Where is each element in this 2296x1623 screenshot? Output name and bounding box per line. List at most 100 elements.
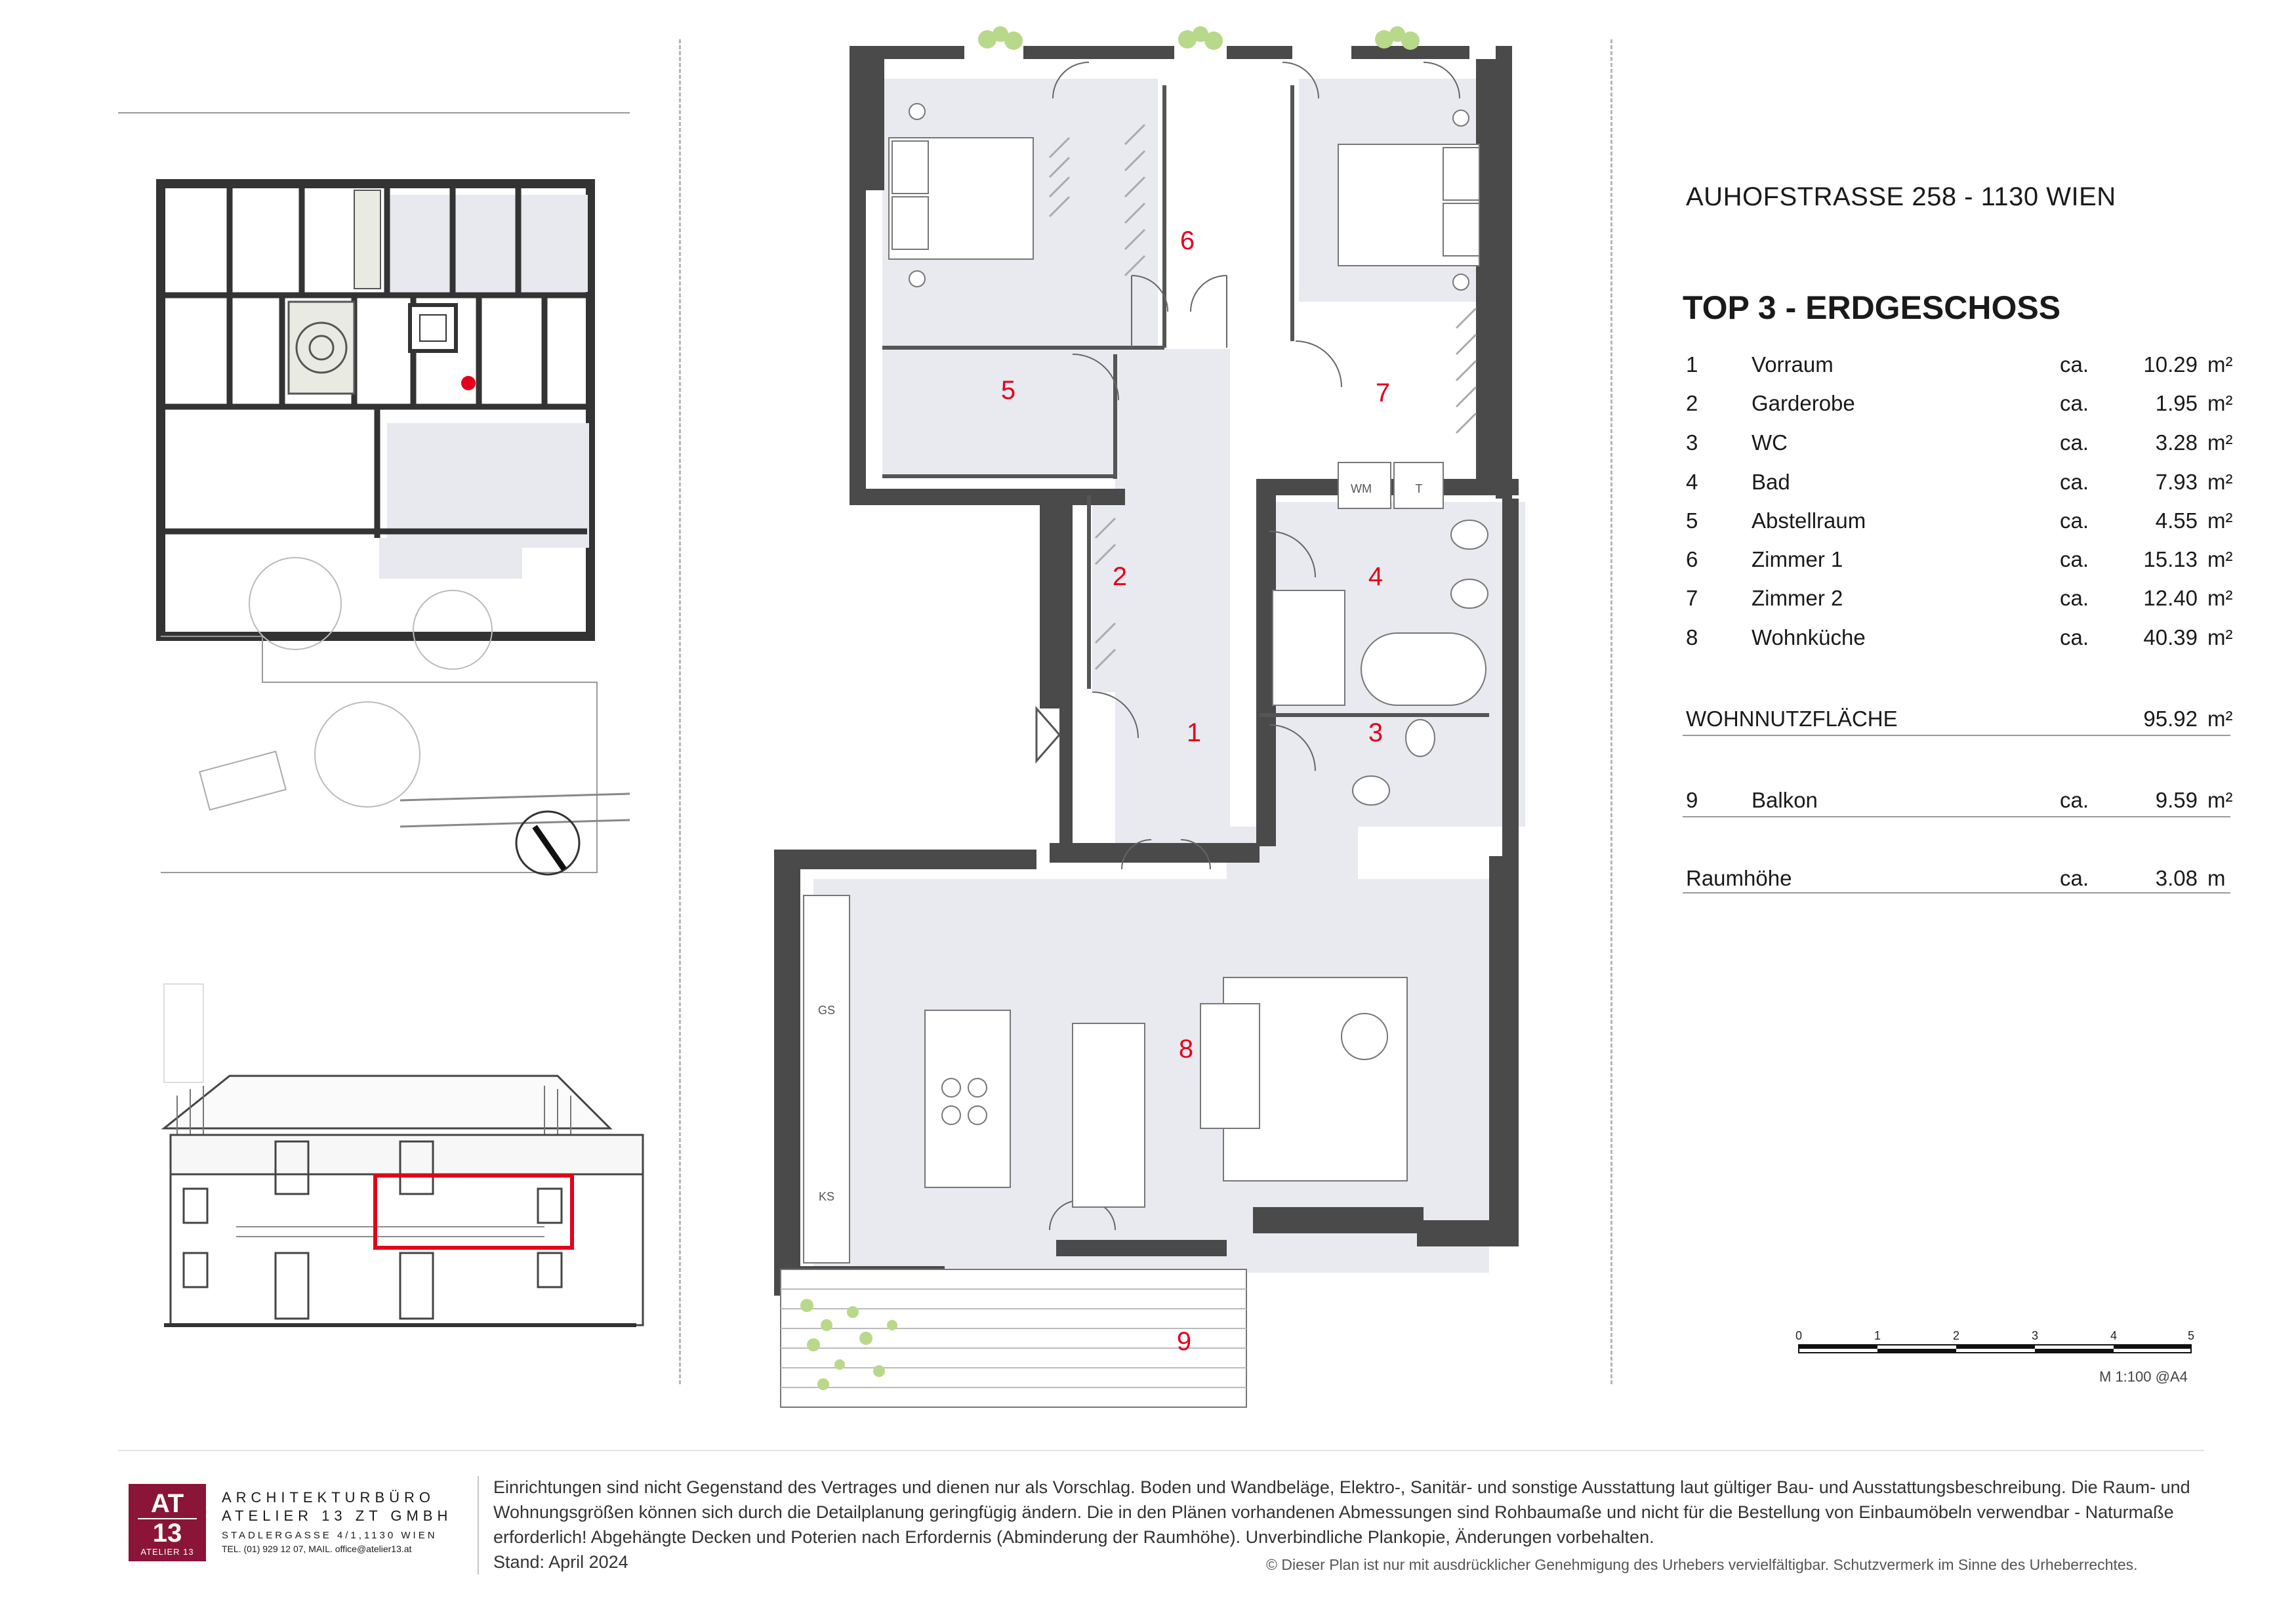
logo-text-sub: ATELIER 13 bbox=[140, 1547, 194, 1557]
balcony-unit: m² bbox=[2207, 788, 2233, 812]
footer-top-rule bbox=[118, 1450, 2204, 1451]
logo-text-top: AT bbox=[138, 1484, 197, 1519]
total-label: WOHNNUTZFLÄCHE bbox=[1686, 707, 1898, 731]
room-area: 10.29 bbox=[2143, 352, 2198, 377]
floor-plan: WM T GS KS 6 7 5 2 4 3 1 8 9 bbox=[774, 26, 1525, 1408]
room-unit: m² bbox=[2207, 391, 2233, 415]
room-unit: m² bbox=[2207, 625, 2233, 649]
scale-note: M 1:100 @A4 bbox=[2099, 1368, 2188, 1385]
room-area: 15.13 bbox=[2143, 547, 2198, 571]
room-unit: m² bbox=[2207, 547, 2233, 571]
room-area: 12.40 bbox=[2143, 586, 2198, 610]
room-name: Bad bbox=[1752, 470, 1790, 494]
room-number: 8 bbox=[1686, 625, 1698, 649]
firm-line-2: ATELIER 13 ZT GMBH bbox=[222, 1508, 453, 1524]
room-unit: m² bbox=[2207, 430, 2233, 455]
firm-logo: AT 13 ATELIER 13 bbox=[129, 1484, 206, 1561]
divider-left bbox=[679, 39, 681, 1384]
room-ca: ca. bbox=[2060, 352, 2089, 377]
room-row: 1 Vorraum ca. 10.29 m² bbox=[1686, 352, 2233, 385]
fixture-label-ks: KS bbox=[819, 1190, 834, 1203]
room-name: Zimmer 2 bbox=[1752, 586, 1843, 610]
firm-line-1: ARCHITEKTURBÜRO bbox=[222, 1489, 436, 1506]
room-label-1: 1 bbox=[1187, 718, 1201, 747]
room-name: WC bbox=[1752, 430, 1788, 455]
room-ca: ca. bbox=[2060, 625, 2089, 649]
copyright-icon: © bbox=[1266, 1556, 1277, 1573]
room-area: 3.28 bbox=[2155, 430, 2198, 455]
scale-bar: 0 1 2 3 4 5 bbox=[1795, 1329, 2194, 1353]
plan-date: Stand: April 2024 bbox=[493, 1552, 628, 1572]
room-area: 4.55 bbox=[2155, 508, 2198, 533]
room-name: Garderobe bbox=[1752, 391, 1855, 415]
room-number: 3 bbox=[1686, 430, 1698, 455]
room-height-row: Raumhöhe ca. 3.08 m bbox=[1686, 866, 2230, 899]
room-label-9: 9 bbox=[1177, 1327, 1191, 1356]
room-ca: ca. bbox=[2060, 470, 2089, 494]
fixture-label-t: T bbox=[1416, 482, 1423, 495]
room-ca: ca. bbox=[2060, 430, 2089, 455]
room-height-ca: ca. bbox=[2060, 866, 2089, 890]
room-unit: m² bbox=[2207, 508, 2233, 533]
room-number: 6 bbox=[1686, 547, 1698, 571]
firm-info: ARCHITEKTURBÜRO ATELIER 13 ZT GMBH STADL… bbox=[222, 1489, 464, 1554]
room-number: 7 bbox=[1686, 586, 1698, 610]
height-rule bbox=[1683, 892, 2230, 894]
room-row: 2 Garderobe ca. 1.95 m² bbox=[1686, 391, 2233, 424]
room-ca: ca. bbox=[2060, 508, 2089, 533]
room-row: 6 Zimmer 1 ca. 15.13 m² bbox=[1686, 547, 2233, 580]
room-row: 4 Bad ca. 7.93 m² bbox=[1686, 470, 2233, 503]
room-row: 8 Wohnküche ca. 40.39 m² bbox=[1686, 625, 2233, 658]
balcony-number: 9 bbox=[1686, 788, 1698, 812]
room-label-8: 8 bbox=[1179, 1035, 1193, 1063]
room-height-label: Raumhöhe bbox=[1686, 866, 1792, 890]
entrance-arrow-icon bbox=[1035, 706, 1061, 764]
scale-tick: 4 bbox=[2110, 1329, 2117, 1342]
unit-highlight-frame bbox=[373, 1174, 574, 1250]
room-name: Wohnküche bbox=[1752, 625, 1866, 649]
room-row: 7 Zimmer 2 ca. 12.40 m² bbox=[1686, 586, 2233, 619]
balcony-row: 9 Balkon ca. 9.59 m² bbox=[1686, 788, 2233, 821]
balcony-rule bbox=[1683, 816, 2230, 817]
copyright-text: Dieser Plan ist nur mit ausdrücklicher G… bbox=[1281, 1556, 2138, 1573]
room-label-2: 2 bbox=[1113, 562, 1127, 591]
elevation-drawing bbox=[161, 983, 644, 1327]
total-area: 95.92 bbox=[2143, 707, 2198, 731]
room-label-4: 4 bbox=[1368, 562, 1383, 591]
total-rule bbox=[1683, 735, 2230, 736]
room-number: 2 bbox=[1686, 391, 1698, 415]
firm-contact: TEL. (01) 929 12 07, MAIL. office@atelie… bbox=[222, 1544, 412, 1554]
balcony-ca: ca. bbox=[2060, 788, 2089, 812]
scale-tick: 5 bbox=[2188, 1329, 2194, 1342]
room-row: 5 Abstellraum ca. 4.55 m² bbox=[1686, 508, 2233, 541]
disclaimer-text: Einrichtungen sind nicht Gegenstand des … bbox=[493, 1477, 2190, 1547]
room-unit: m² bbox=[2207, 352, 2233, 377]
room-ca: ca. bbox=[2060, 391, 2089, 415]
room-label-5: 5 bbox=[1001, 376, 1015, 405]
room-height-value: 3.08 bbox=[2155, 866, 2198, 890]
room-name: Abstellraum bbox=[1752, 508, 1866, 533]
total-area-row: WOHNNUTZFLÄCHE 95.92 m² bbox=[1686, 707, 2233, 739]
room-ca: ca. bbox=[2060, 547, 2089, 571]
unit-title: TOP 3 - ERDGESCHOSS bbox=[1683, 289, 2061, 326]
fixture-label-wm: WM bbox=[1351, 482, 1372, 495]
room-height-unit: m bbox=[2207, 866, 2226, 890]
room-row: 3 WC ca. 3.28 m² bbox=[1686, 430, 2233, 463]
room-number: 1 bbox=[1686, 352, 1698, 377]
north-arrow-icon bbox=[515, 810, 581, 876]
location-marker-icon bbox=[461, 376, 476, 390]
address: AUHOFSTRASSE 258 - 1130 WIEN bbox=[1686, 182, 2116, 211]
room-unit: m² bbox=[2207, 586, 2233, 610]
divider-right bbox=[1610, 39, 1612, 1384]
room-label-3: 3 bbox=[1368, 718, 1383, 747]
footer-separator bbox=[478, 1476, 479, 1574]
balcony-name: Balkon bbox=[1752, 788, 1818, 812]
room-label-6: 6 bbox=[1180, 226, 1195, 255]
scale-tick: 2 bbox=[1953, 1329, 1959, 1342]
balcony-area: 9.59 bbox=[2155, 788, 2198, 812]
room-unit: m² bbox=[2207, 470, 2233, 494]
fixture-label-gs: GS bbox=[818, 1004, 835, 1017]
site-plan bbox=[118, 112, 630, 876]
total-unit: m² bbox=[2207, 707, 2233, 731]
scale-tick: 3 bbox=[2032, 1329, 2038, 1342]
